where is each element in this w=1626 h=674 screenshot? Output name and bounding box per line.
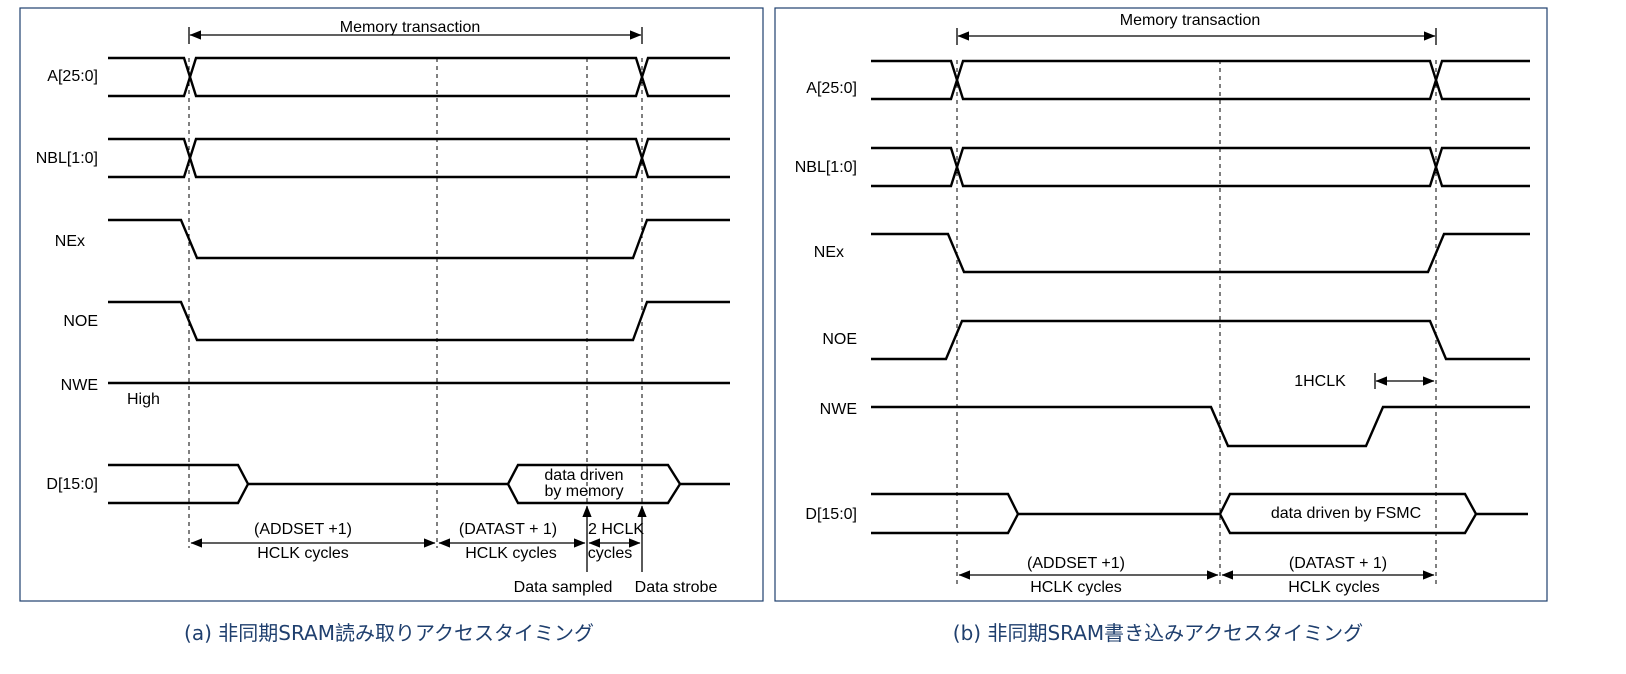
data-driven-label-line1: data driven [544, 467, 623, 484]
data-strobe-label: Data strobe [635, 579, 718, 596]
signal-label-address: A[25:0] [47, 68, 98, 85]
signal-label-nbl: NBL[1:0] [36, 150, 98, 167]
data-driven-label-line2: by memory [544, 483, 623, 500]
interval-addset-line2: HCLK cycles [257, 545, 349, 562]
signal-label-data: D[15:0] [805, 506, 857, 523]
address-bus-wave [871, 59, 1530, 101]
nbl-bus-wave [108, 137, 730, 179]
transaction-label: Memory transaction [340, 19, 481, 36]
panel-a-frame [19, 7, 764, 602]
nwe-level-label: High [127, 391, 160, 408]
signal-label-nwe: NWE [820, 401, 857, 418]
signal-label-nwe: NWE [61, 377, 98, 394]
interval-datast-line1: (DATAST + 1) [1289, 555, 1387, 572]
panel-a-caption: (a) 非同期SRAM読み取りアクセスタイミング [184, 621, 594, 645]
data-driven-label: data driven by FSMC [1271, 505, 1421, 522]
interval-addset-line1: (ADDSET +1) [254, 521, 352, 538]
signal-label-data: D[15:0] [46, 476, 98, 493]
nex-wave [108, 218, 730, 260]
interval-addset-line2: HCLK cycles [1030, 579, 1122, 596]
noe-wave [108, 300, 730, 342]
signal-label-noe: NOE [63, 313, 98, 330]
interval-2hclk-line2: cycles [588, 545, 632, 562]
nwe-wave [871, 405, 1530, 448]
interval-datast-line1: (DATAST + 1) [459, 521, 557, 538]
noe-wave [871, 319, 1530, 361]
interval-2hclk-line1: 2 HCLK [588, 521, 644, 538]
signal-label-nex: NEx [55, 233, 85, 250]
data-sampled-label: Data sampled [514, 579, 613, 596]
panel-b-frame [774, 7, 1548, 602]
data-bus-wave [108, 463, 730, 505]
hclk-label: 1HCLK [1294, 373, 1346, 390]
panel-a: Memory transaction A[25:0] NBL[1:0] NEx … [19, 7, 764, 645]
address-bus-wave [108, 56, 730, 98]
nex-wave [871, 232, 1530, 274]
signal-label-nex: NEx [814, 244, 844, 261]
signal-label-address: A[25:0] [806, 80, 857, 97]
transaction-label: Memory transaction [1120, 12, 1261, 29]
interval-datast-line2: HCLK cycles [1288, 579, 1380, 596]
panel-b-caption: (b) 非同期SRAM書き込みアクセスタイミング [953, 621, 1363, 645]
signal-label-noe: NOE [822, 331, 857, 348]
signal-label-nbl: NBL[1:0] [795, 159, 857, 176]
nbl-bus-wave [871, 146, 1530, 188]
interval-datast-line2: HCLK cycles [465, 545, 557, 562]
data-bus-wave [871, 492, 1528, 535]
panel-b: Memory transaction A[25:0] NBL[1:0] NEx … [774, 7, 1548, 645]
interval-addset-line1: (ADDSET +1) [1027, 555, 1125, 572]
